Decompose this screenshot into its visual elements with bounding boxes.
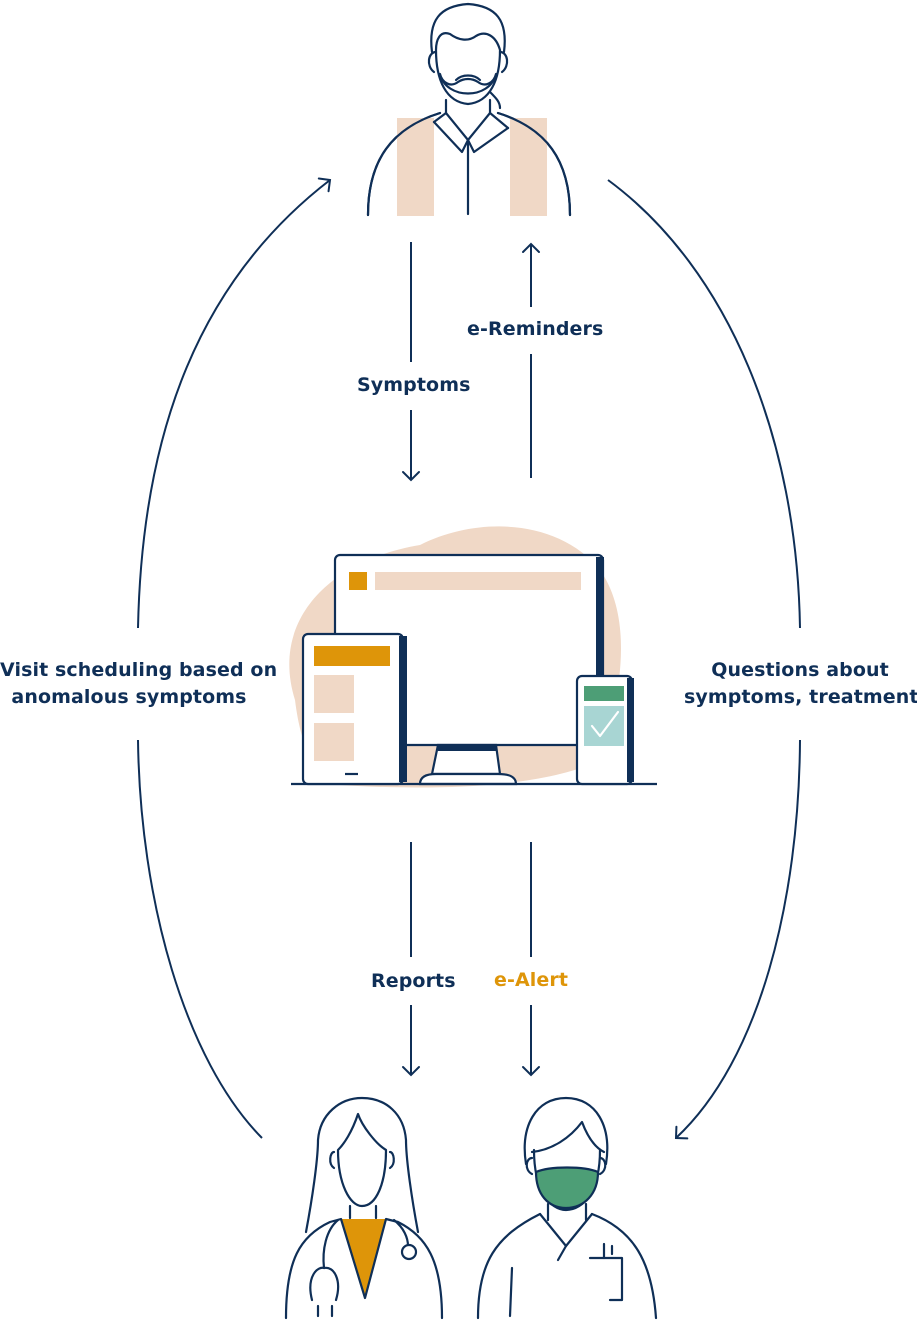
label-visit-scheduling: Visit scheduling based on anomalous symp… xyxy=(0,657,278,711)
label-questions: Questions about symptoms, treatments xyxy=(684,657,917,711)
label-reports: Reports xyxy=(371,970,456,992)
label-visit-scheduling-line2: anomalous symptoms xyxy=(11,686,247,708)
arrow-left-curve-lower xyxy=(137,739,263,1139)
arrow-right-curve-lower xyxy=(674,739,801,1140)
label-symptoms: Symptoms xyxy=(357,374,471,396)
arrow-left-curve-upper xyxy=(137,177,332,629)
devices-icon xyxy=(289,526,657,788)
arrow-right-curve-upper xyxy=(607,179,801,629)
doctor-female-icon xyxy=(284,1096,444,1320)
label-questions-line2: symptoms, treatments xyxy=(684,686,917,708)
label-e-reminders: e-Reminders xyxy=(467,318,604,340)
patient-icon xyxy=(366,2,572,217)
label-questions-line1: Questions about xyxy=(711,659,889,681)
label-e-alert: e-Alert xyxy=(494,969,569,991)
arrows xyxy=(137,177,801,1140)
nurse-icon xyxy=(476,1096,658,1320)
label-visit-scheduling-line1: Visit scheduling based on xyxy=(0,659,278,681)
